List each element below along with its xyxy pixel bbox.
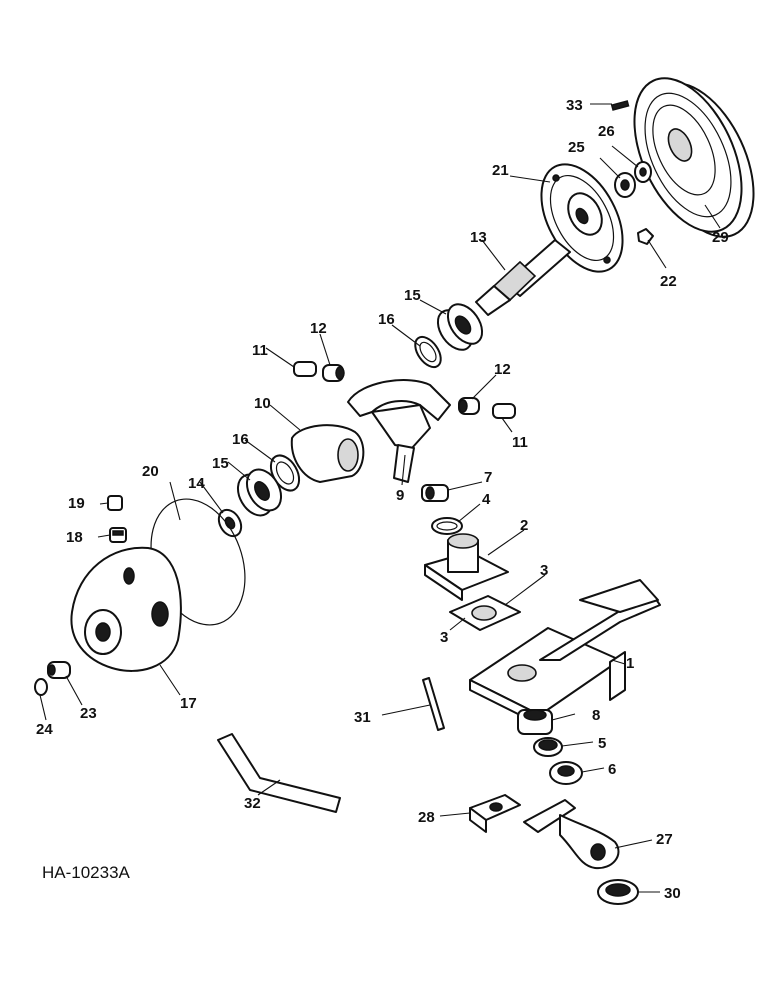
callout-10: 10: [254, 395, 271, 412]
callout-13: 13: [470, 229, 487, 246]
callout-29: 29: [712, 229, 729, 246]
callout-6: 6: [608, 761, 616, 778]
part-29-pulley: [633, 77, 755, 238]
part-4-ring: [431, 517, 463, 535]
part-27-arm: [523, 799, 620, 870]
callout-17: 17: [180, 695, 197, 712]
part-8-bushing: [517, 709, 553, 735]
part-26-washer: [634, 161, 652, 183]
leader-lines: [39, 103, 721, 893]
part-15-bearing-upper: [436, 303, 484, 351]
callout-11-left: 11: [252, 342, 268, 359]
callout-18: 18: [66, 529, 83, 546]
callout-12-right: 12: [494, 361, 511, 378]
part-32-strap: [217, 733, 341, 813]
part-12-bushing-left: [322, 364, 345, 382]
callout-5: 5: [598, 735, 606, 752]
part-6-washer: [549, 761, 583, 785]
part-3-gasket: [449, 595, 521, 631]
callout-7: 7: [484, 469, 492, 486]
part-17-gear-housing: [70, 546, 182, 672]
callout-16-upper: 16: [378, 311, 395, 328]
callout-25: 25: [568, 139, 585, 156]
callout-28: 28: [418, 809, 435, 826]
callout-labels: 33 26 25 21 29 22 13 15 16 11 12 12 11 1…: [36, 97, 729, 902]
part-10-cap: [290, 424, 365, 483]
part-16-cup-upper: [414, 335, 442, 369]
callout-23: 23: [80, 705, 97, 722]
part-28-clamp: [469, 794, 521, 833]
part-24-washer: [34, 678, 48, 696]
part-1-bracket: [469, 579, 661, 726]
callout-4: 4: [482, 491, 491, 508]
part-30-washer: [597, 879, 639, 905]
callout-16-lower: 16: [232, 431, 249, 448]
part-7-bushing: [421, 484, 449, 502]
callout-15-upper: 15: [404, 287, 421, 304]
part-18-plug: [109, 527, 127, 543]
callout-9: 9: [396, 487, 404, 504]
callout-21: 21: [492, 162, 509, 179]
part-14-nut: [217, 508, 243, 538]
part-13-shaft: [475, 239, 571, 316]
part-23-bearing: [47, 661, 71, 679]
callout-3-lower: 3: [440, 629, 448, 646]
callout-2: 2: [520, 517, 528, 534]
part-22-nut: [637, 228, 654, 245]
callout-11-right: 11: [512, 434, 528, 451]
callout-20: 20: [142, 463, 159, 480]
part-19-plug: [107, 495, 123, 511]
callout-33: 33: [566, 97, 583, 114]
part-11-pin-right: [492, 403, 516, 419]
callout-15-lower: 15: [212, 455, 229, 472]
callout-31: 31: [354, 709, 371, 726]
part-15-bearing-lower: [236, 468, 283, 517]
callout-1: 1: [626, 655, 634, 672]
callout-22: 22: [660, 273, 677, 290]
part-2-housing: [424, 533, 509, 601]
callout-27: 27: [656, 831, 673, 848]
part-33-pin: [610, 100, 630, 111]
part-25-bearing: [614, 172, 636, 198]
figure-code: HA-10233A: [42, 863, 131, 882]
callout-26: 26: [598, 123, 615, 140]
callout-19: 19: [68, 495, 85, 512]
callout-32: 32: [244, 795, 261, 812]
callout-24: 24: [36, 721, 53, 738]
callout-12-left: 12: [310, 320, 327, 337]
callout-3-upper: 3: [540, 562, 548, 579]
part-5-seal: [533, 737, 563, 757]
callout-8: 8: [592, 707, 600, 724]
part-11-pin-left: [293, 361, 317, 377]
part-9-yoke: [347, 379, 451, 483]
callout-14: 14: [188, 475, 205, 492]
part-31-rod: [422, 677, 445, 731]
part-12-bushing-right: [458, 397, 480, 415]
callout-30: 30: [664, 885, 681, 902]
